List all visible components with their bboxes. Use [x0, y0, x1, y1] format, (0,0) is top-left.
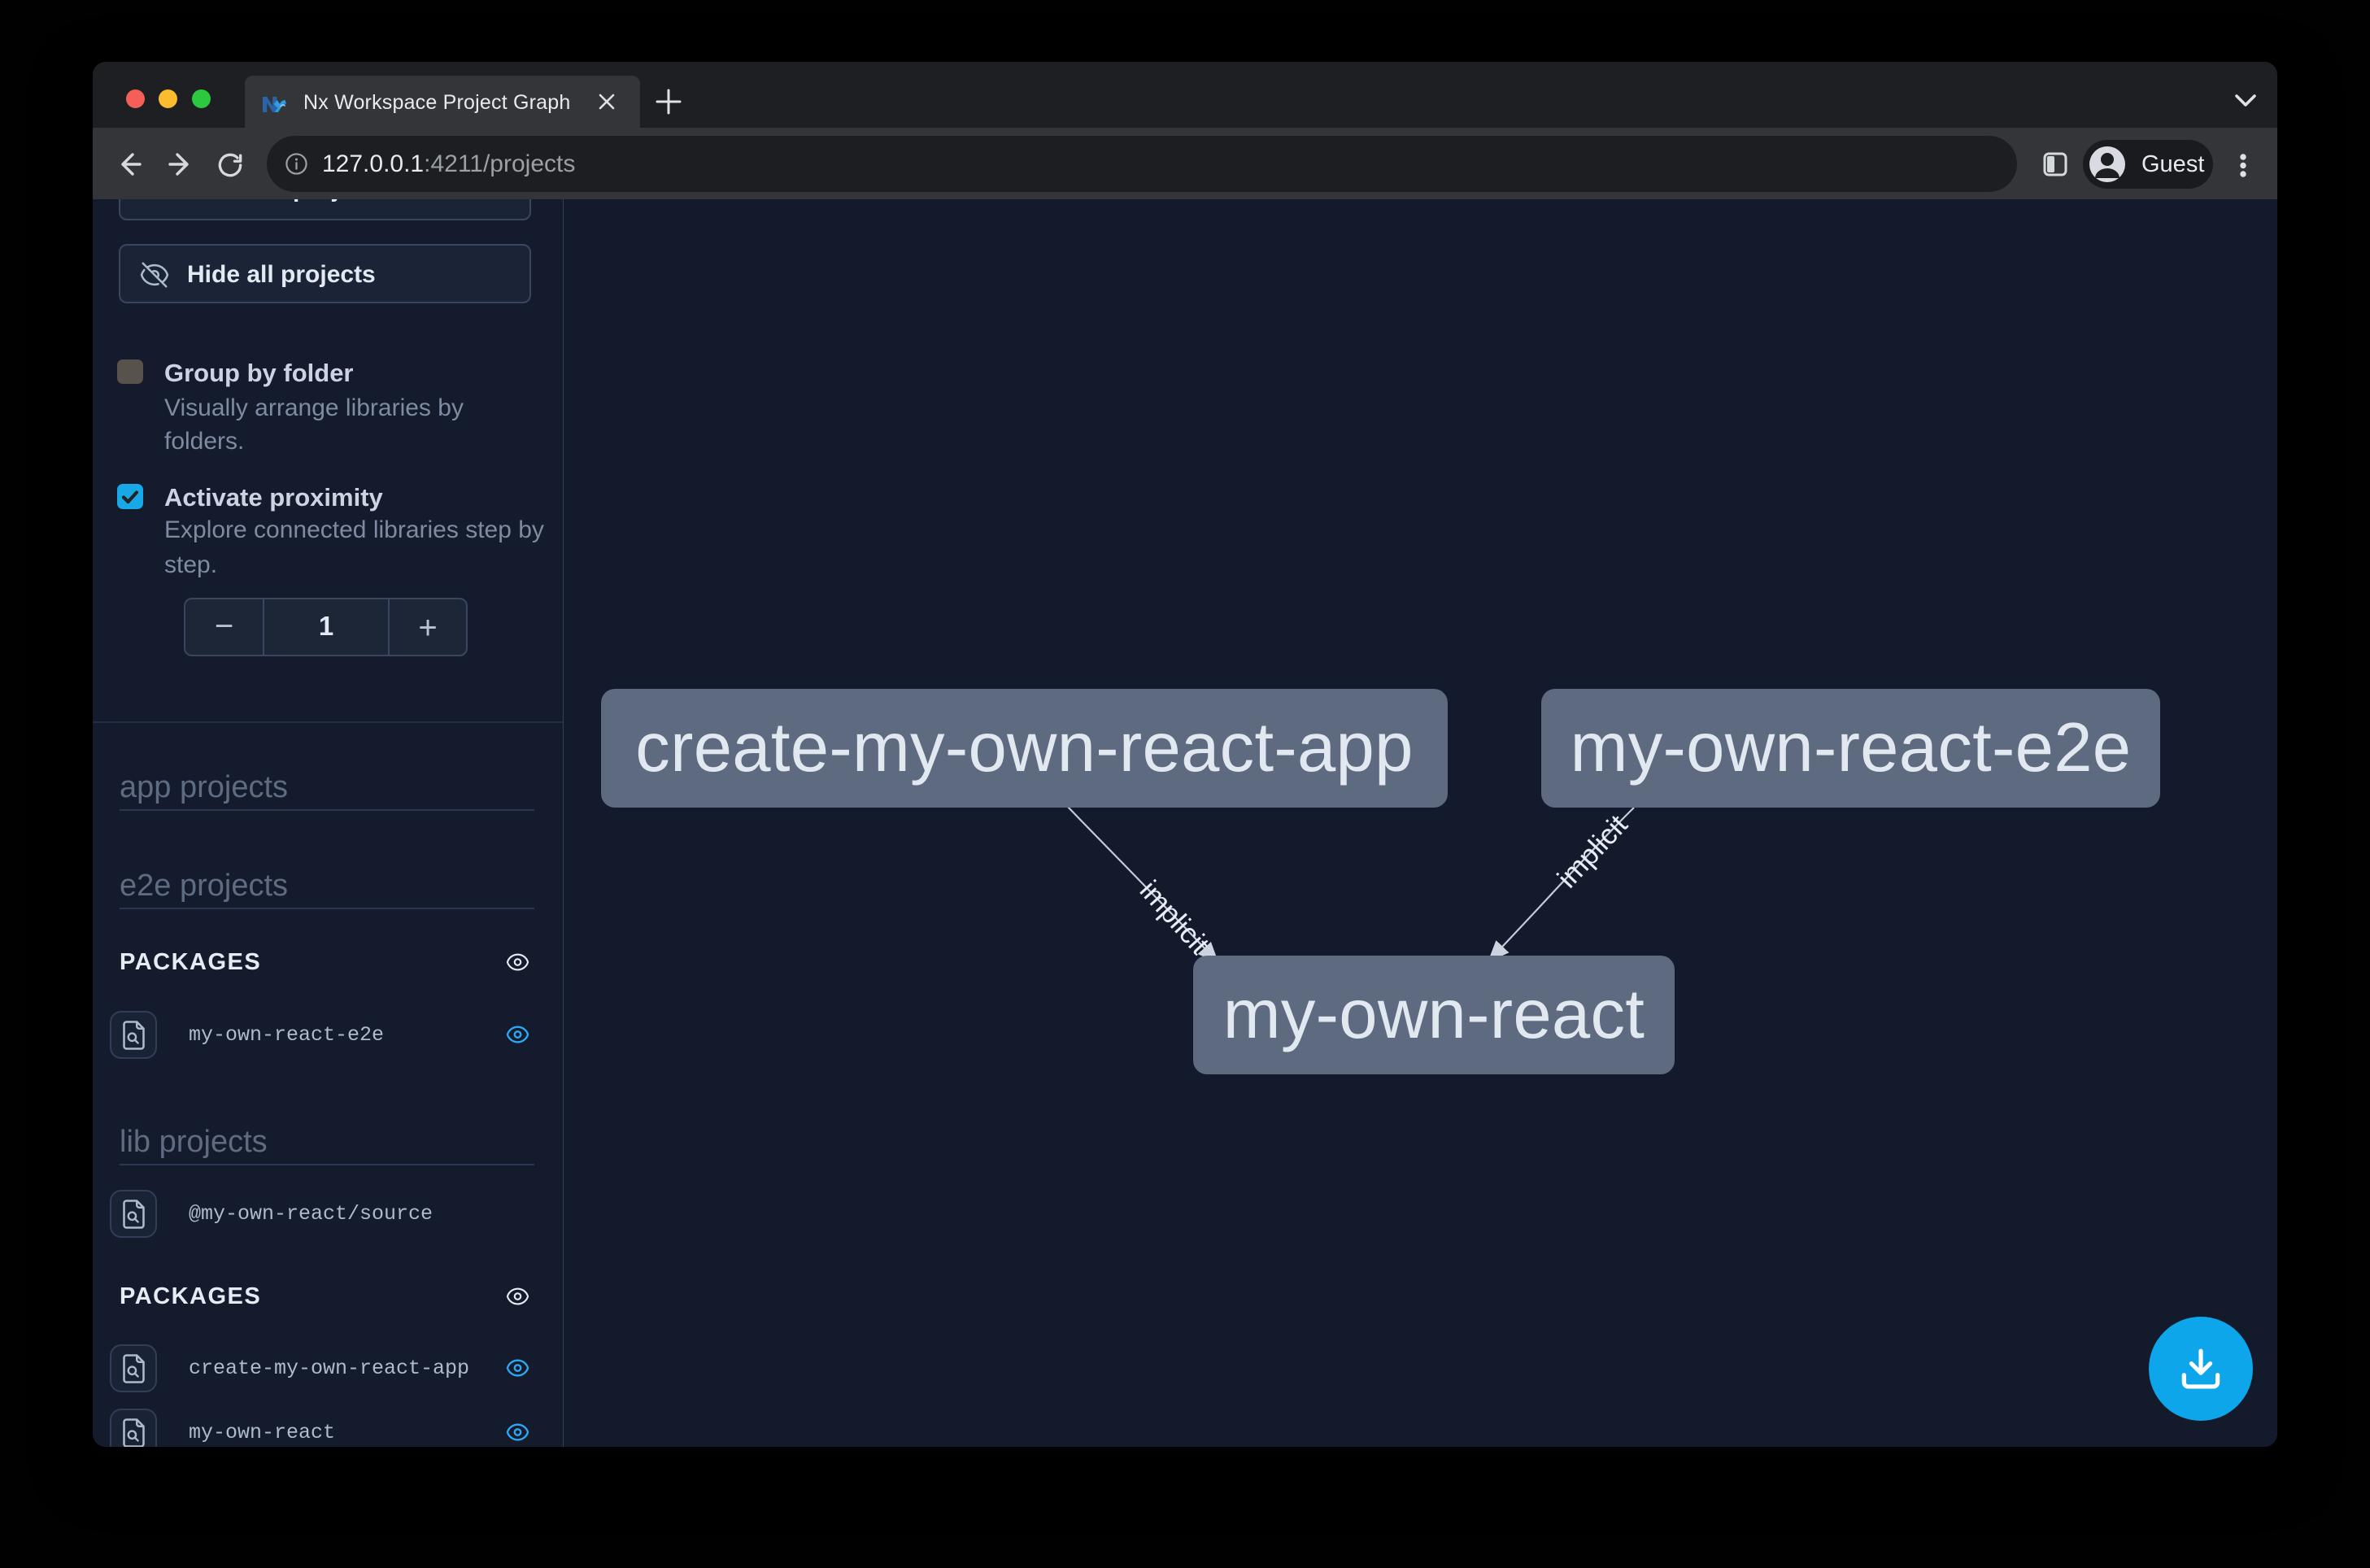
svg-text:implicit: implicit [1134, 874, 1216, 960]
svg-text:implicit: implicit [1551, 808, 1634, 894]
